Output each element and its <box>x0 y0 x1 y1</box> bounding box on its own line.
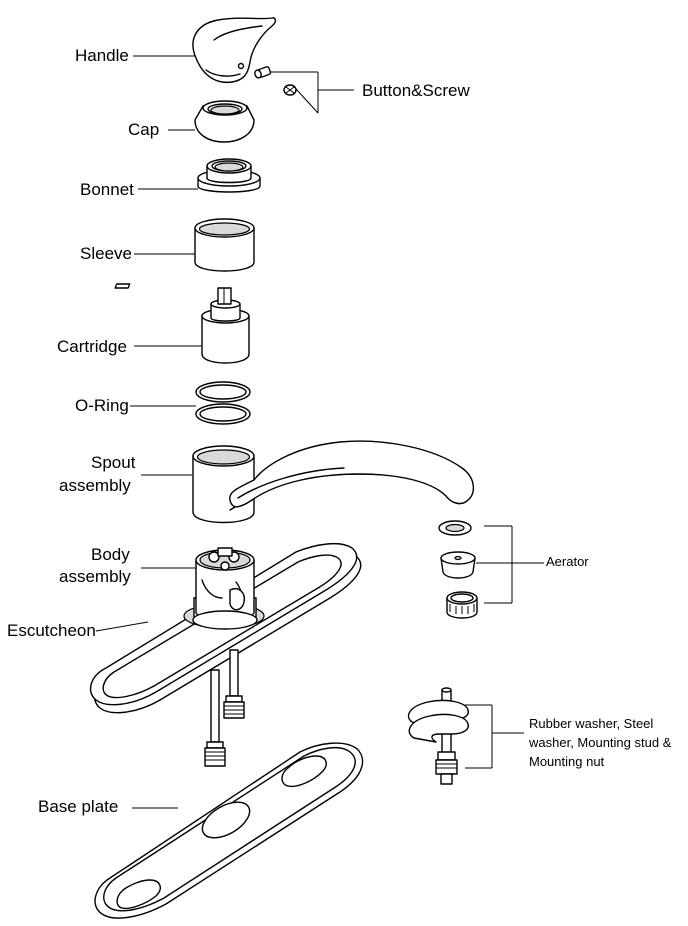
supply-lines-icon <box>204 649 245 767</box>
label-o-ring: O-Ring <box>75 396 129 415</box>
base-plate-icon <box>94 742 364 919</box>
aerator-icon <box>438 520 478 619</box>
mounting-hardware-icon <box>407 687 469 785</box>
label-base-plate: Base plate <box>38 797 119 816</box>
o-ring-icon <box>195 381 251 425</box>
label-body-line2: assembly <box>59 567 131 586</box>
label-spout-line2: assembly <box>59 476 131 495</box>
label-sleeve: Sleeve <box>80 244 132 263</box>
label-aerator: Aerator <box>546 554 589 569</box>
label-body-line1: Body <box>91 545 130 564</box>
label-handle: Handle <box>75 46 129 65</box>
spout-icon <box>192 440 475 524</box>
label-cartridge: Cartridge <box>57 337 127 356</box>
cartridge-icon <box>114 283 250 364</box>
label-cap: Cap <box>128 120 160 139</box>
handle-icon <box>192 17 277 84</box>
label-button-screw: Button&Screw <box>362 81 470 100</box>
label-escutcheon: Escutcheon <box>7 621 96 640</box>
bonnet-icon <box>197 158 261 193</box>
button-screw-icon <box>254 66 297 96</box>
cap-icon <box>194 100 255 143</box>
label-mounting-hardware: Rubber washer, Steel washer, Mounting st… <box>529 716 672 769</box>
label-bonnet: Bonnet <box>80 180 134 199</box>
label-spout-line1: Spout <box>91 453 136 472</box>
sleeve-icon <box>194 218 255 272</box>
body-icon <box>192 547 258 630</box>
leader-lines <box>95 55 544 809</box>
